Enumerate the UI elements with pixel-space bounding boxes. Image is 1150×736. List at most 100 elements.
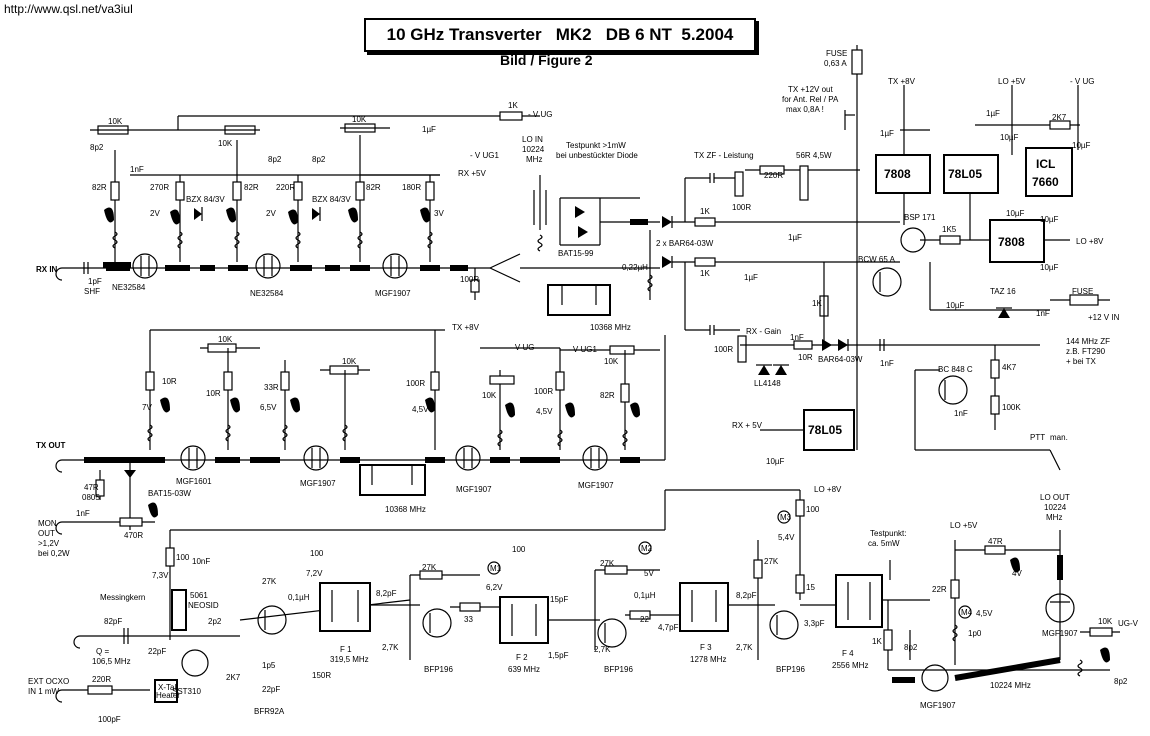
value-r100-o2: 100	[310, 549, 324, 558]
value-v72: 7,2V	[306, 569, 323, 578]
note-testpunkt2: Testpunkt:	[870, 529, 906, 538]
device-mgf1907-rx: MGF1907	[375, 289, 411, 298]
device-bcw65: BCW 65 A	[858, 255, 896, 264]
supply-tx8: TX +8V	[452, 323, 480, 332]
value-r82-tx: 82R	[600, 391, 615, 400]
port-lo-out-unit: MHz	[1046, 513, 1062, 522]
filter-f4-label: F 4	[842, 649, 854, 658]
value-c10u-b: 10µF	[766, 457, 785, 466]
testpoint-m4: M4	[961, 608, 973, 617]
device-bfp196-2: BFP196	[604, 665, 633, 674]
value-bzx2: BZX 84/3V	[312, 195, 351, 204]
value-c8p2-o: 8,2pF	[376, 589, 397, 598]
supply-vug-tx: - V UG	[510, 343, 534, 352]
port-mon-out: OUT	[38, 529, 55, 538]
value-c82p-b: 8,2pF	[736, 591, 757, 600]
value-r220r-b: 220R	[764, 171, 783, 180]
regulator-78l05-lo	[943, 154, 999, 194]
filter-f3-label: F 3	[700, 643, 712, 652]
filter-f2-label: F 2	[516, 653, 528, 662]
value-l022: 0,22µH	[622, 263, 648, 272]
note-q-freq: 106,5 MHz	[92, 657, 131, 666]
supply-rx5: RX +5V	[458, 169, 486, 178]
value-r10k-b: 10K	[218, 139, 233, 148]
value-r10k-tx2: 10K	[342, 357, 357, 366]
value-c8p2-lo2: 8p2	[1114, 677, 1128, 686]
value-c10u-g: 10µF	[1072, 141, 1091, 150]
value-c1p0: 1p0	[968, 629, 982, 638]
value-c10u-d: 10µF	[1000, 133, 1019, 142]
filter-f1	[319, 582, 371, 632]
value-v54: 5,4V	[778, 533, 795, 542]
value-r33: 33R	[264, 383, 279, 392]
device-bat15-99: BAT15-99	[558, 249, 594, 258]
value-c1n-b: 1nF	[790, 333, 804, 342]
value-r56: 56R 4,5W	[796, 151, 832, 160]
diagram-subtitle: Bild / Figure 2	[500, 52, 593, 68]
value-c1n-e: 1nF	[1036, 309, 1050, 318]
value-r10r-tx: 10R	[162, 377, 177, 386]
value-r100-o3: 100	[512, 545, 526, 554]
port-lo-in-freq: 10224	[522, 145, 545, 154]
value-r2k7: 2K7	[1052, 113, 1067, 122]
lo-line-freq: 10224 MHz	[990, 681, 1031, 690]
value-r1k-c: 1K	[812, 299, 822, 308]
value-c10u-e: 10µF	[1040, 215, 1059, 224]
note-txout2: for Ant. Rel / PA	[782, 95, 839, 104]
note-xtal: X-Tal	[158, 683, 176, 692]
port-ext-ocxo: EXT OCXO	[28, 677, 69, 686]
label-icl-num: 7660	[1032, 175, 1059, 189]
device-ne32584-1: NE32584	[112, 283, 146, 292]
note-fuse2: FUSE	[1072, 287, 1093, 296]
value-v7: 7V	[142, 403, 152, 412]
note-q: Q =	[96, 647, 109, 656]
port-ptt-man: man.	[1050, 433, 1068, 442]
filter-f3	[679, 582, 729, 632]
value-r100k: 100K	[1002, 403, 1021, 412]
value-c8p2-a: 8p2	[90, 143, 104, 152]
device-bar64-pair: 2 x BAR64-03W	[656, 239, 714, 248]
value-l01u-b: 0,1µH	[634, 591, 656, 600]
value-r10r: 10R	[798, 353, 813, 362]
value-r1k-lo: 1K	[872, 637, 882, 646]
port-lo-out: LO OUT	[1040, 493, 1070, 502]
port-ptt: PTT	[1030, 433, 1045, 442]
supply-vug-top: - V UG	[1070, 77, 1094, 86]
value-r220: 220R	[276, 183, 295, 192]
value-c8p2-c: 8p2	[312, 155, 326, 164]
value-c1u-c: 1µF	[744, 273, 758, 282]
value-r33-o: 33	[464, 615, 473, 624]
value-r82-a: 82R	[92, 183, 107, 192]
value-r10k-c: 10K	[352, 115, 367, 124]
value-r27k-c: 27K	[600, 559, 615, 568]
device-mgf1907-lo2: MGF1907	[1042, 629, 1078, 638]
supply-lo8: LO +8V	[1076, 237, 1104, 246]
value-v65: 6,5V	[260, 403, 277, 412]
value-c8p2-lo: 8p2	[904, 643, 918, 652]
device-bfp196-3: BFP196	[776, 665, 805, 674]
value-r100-o: 100	[176, 553, 190, 562]
port-lo-out-freq: 10224	[1044, 503, 1067, 512]
value-c0805: 0805	[82, 493, 100, 502]
note-testpunkt1: Testpunkt >1mW	[566, 141, 626, 150]
label-78l05-rx: 78L05	[808, 423, 842, 437]
value-r100r: 100R	[460, 275, 479, 284]
note-neosid2: NEOSID	[188, 601, 219, 610]
note-xtal-heater: Heater	[156, 691, 180, 700]
regulator-7808-tx	[875, 154, 931, 194]
port-ext-ocxo-level: IN 1 mW	[28, 687, 60, 696]
value-c82p: 82pF	[104, 617, 122, 626]
port-lo-in-unit: MHz	[526, 155, 542, 164]
filter-f1-freq: 319,5 MHz	[330, 655, 369, 664]
device-bsp171: BSP 171	[904, 213, 936, 222]
value-r47r-lo: 47R	[988, 537, 1003, 546]
value-c1n-c: 1nF	[880, 359, 894, 368]
value-v45b: 4,5V	[536, 407, 553, 416]
value-c100p: 100pF	[98, 715, 121, 724]
note-fuse1: FUSE	[826, 49, 847, 58]
value-v45-lo: 4,5V	[976, 609, 993, 618]
label-7808-rx: 7808	[998, 235, 1025, 249]
note-txout: TX +12V out	[788, 85, 833, 94]
supply-ugv: UG-V	[1118, 619, 1139, 628]
